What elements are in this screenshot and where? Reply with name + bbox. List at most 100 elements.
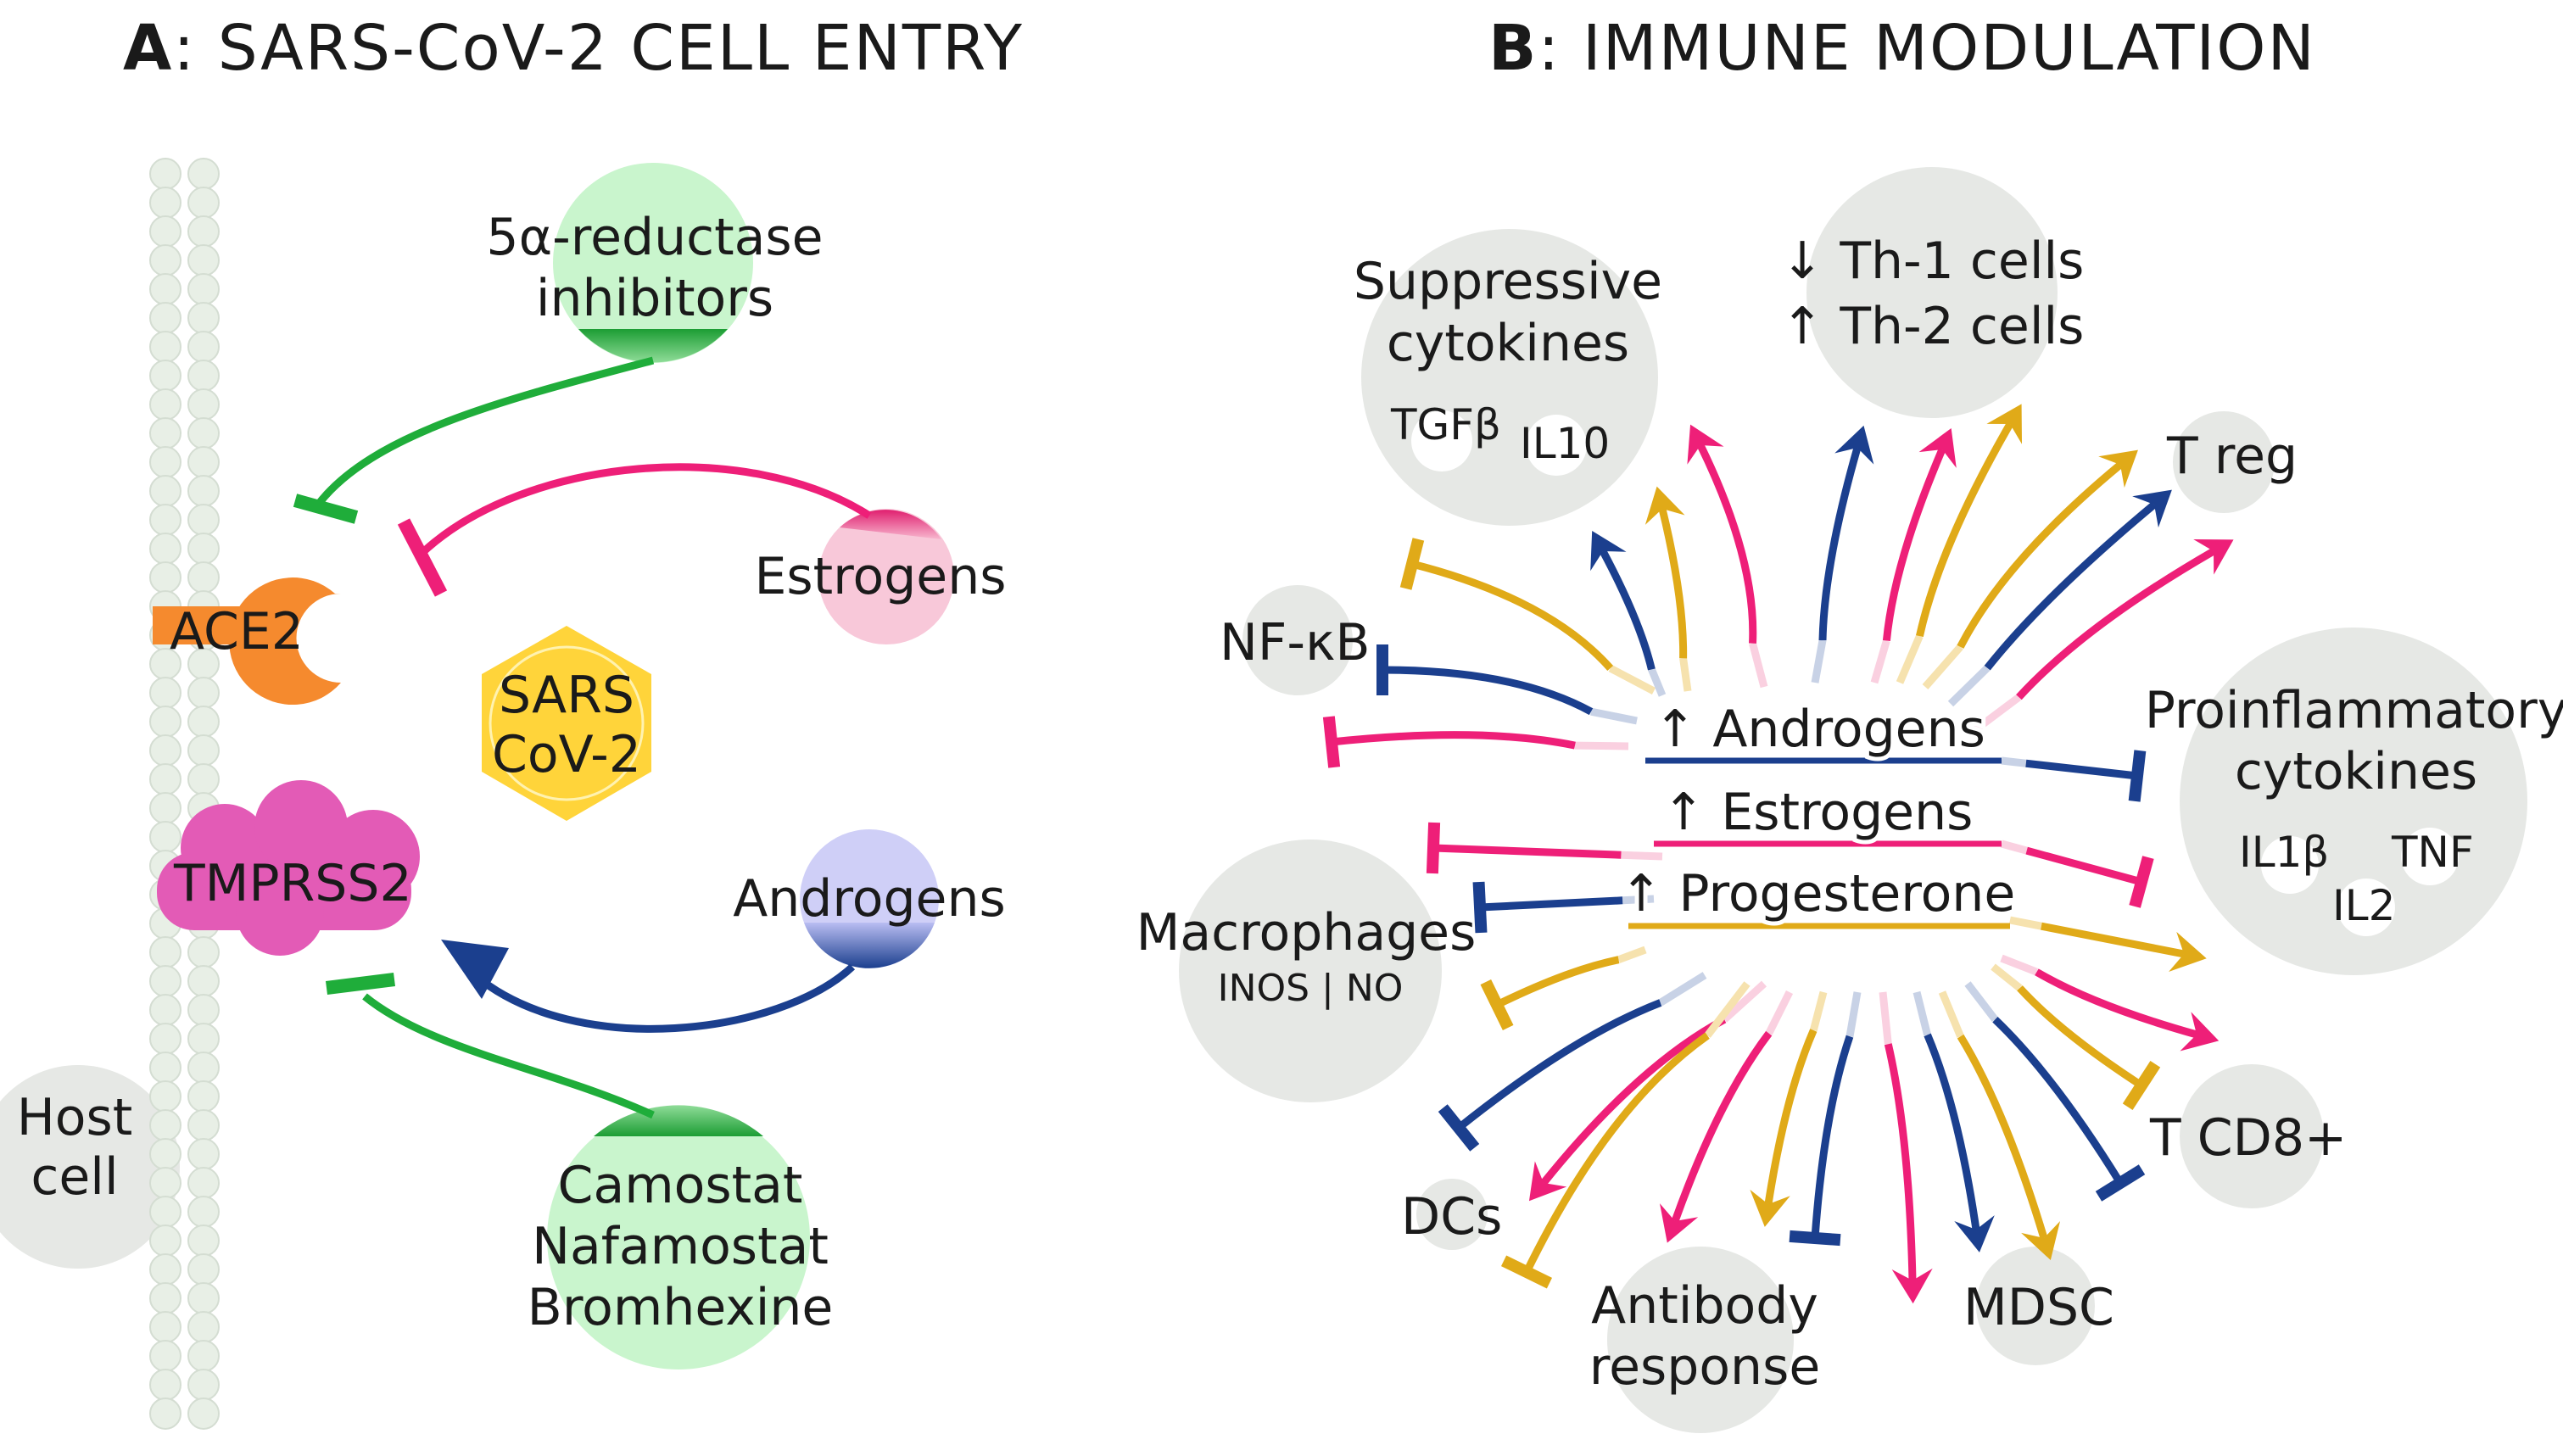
edge-line bbox=[1479, 896, 1623, 912]
tmprss2-protein bbox=[157, 780, 420, 956]
host-cell-circle bbox=[0, 1065, 180, 1269]
androgens-label-a: Androgens bbox=[733, 869, 1006, 929]
edge-line bbox=[1957, 461, 2123, 649]
membrane-bead bbox=[149, 1397, 181, 1430]
membrane-bead bbox=[149, 1224, 181, 1257]
edge-fade bbox=[1991, 963, 2023, 991]
edge-arrowhead bbox=[2098, 449, 2138, 488]
host-cell-label-2: cell bbox=[31, 1147, 118, 1207]
treg-circle bbox=[2173, 411, 2275, 513]
edge-arrowhead bbox=[1834, 425, 1874, 465]
cell-membrane bbox=[149, 158, 220, 1430]
membrane-bead bbox=[187, 1138, 220, 1170]
membrane-bead bbox=[149, 792, 181, 824]
membrane-bead bbox=[149, 446, 181, 478]
edge-line bbox=[1764, 1029, 1818, 1205]
membrane-bead bbox=[187, 388, 220, 421]
suppressive-cytokines-label: Suppressive bbox=[1354, 252, 1662, 311]
membrane-bead bbox=[149, 388, 181, 421]
edge-line bbox=[1382, 666, 1594, 716]
androgens-activation-line bbox=[472, 963, 856, 1033]
edge-line bbox=[1522, 1032, 1710, 1274]
membrane-bead bbox=[149, 734, 181, 767]
sars-cov-2-label: SARS bbox=[499, 666, 634, 725]
edge-arrowhead bbox=[2180, 1012, 2220, 1052]
edge-fade bbox=[2009, 916, 2042, 930]
membrane-bead bbox=[187, 360, 220, 392]
hormone-androgens-label: ↑ Androgens bbox=[1654, 700, 1985, 759]
th-cells-circle bbox=[1806, 167, 2058, 418]
edge-tee bbox=[1322, 716, 1341, 768]
membrane-bead bbox=[149, 215, 181, 248]
tgfb-label: TGFβ bbox=[1390, 400, 1501, 449]
ace2-pacman bbox=[229, 577, 341, 706]
edge-line bbox=[1811, 1035, 1854, 1239]
dcs-label: DCs bbox=[1401, 1187, 1502, 1247]
membrane-bead bbox=[149, 533, 181, 565]
bromhexine-label: Bromhexine bbox=[528, 1278, 834, 1337]
membrane-bead bbox=[149, 706, 181, 738]
edge-arrowhead bbox=[1891, 1268, 1933, 1304]
membrane-bead bbox=[187, 763, 220, 795]
membrane-bead bbox=[149, 1052, 181, 1084]
treg-label: T reg bbox=[2166, 427, 2298, 486]
membrane-bead bbox=[187, 215, 220, 248]
edge-line bbox=[1410, 560, 1614, 671]
edge-fade bbox=[1879, 991, 1892, 1045]
membrane-bead bbox=[187, 1340, 220, 1372]
membrane-bead bbox=[187, 1369, 220, 1401]
membrane-bead bbox=[149, 1340, 181, 1372]
membrane-bead bbox=[187, 158, 220, 190]
membrane-bead bbox=[149, 187, 181, 219]
membrane-bead bbox=[187, 1311, 220, 1343]
antibody-circle bbox=[1607, 1247, 1794, 1433]
edge-arrowhead bbox=[2193, 539, 2234, 575]
edge-line bbox=[1540, 1016, 1727, 1185]
macrophages-circle bbox=[1179, 840, 1442, 1102]
mdsc-label: MDSC bbox=[1963, 1278, 2114, 1337]
estrogens-circle bbox=[818, 509, 954, 644]
macrophages-label: Macrophages bbox=[1136, 903, 1477, 962]
edge-fade bbox=[1811, 639, 1827, 683]
edge-tee bbox=[1426, 822, 1441, 874]
antibody-label: Antibody bbox=[1591, 1276, 1818, 1336]
th1-label: ↓ Th-1 cells bbox=[1781, 232, 2084, 291]
membrane-bead bbox=[149, 1109, 181, 1141]
cytokine-holes bbox=[1411, 410, 2459, 936]
edge-arrowhead bbox=[1954, 1215, 1995, 1252]
estrogens-label: Estrogens bbox=[754, 547, 1006, 606]
membrane-bead bbox=[187, 302, 220, 334]
membrane-bead bbox=[187, 1167, 220, 1199]
proinflammatory-circle bbox=[2180, 628, 2527, 975]
edge-line bbox=[2016, 548, 2216, 700]
edge-fade bbox=[2000, 954, 2039, 976]
membrane-bead bbox=[187, 734, 220, 767]
edge-arrowhead bbox=[1644, 486, 1685, 525]
edge-fade bbox=[1938, 990, 1964, 1038]
membrane-bead bbox=[187, 936, 220, 968]
membrane-bead bbox=[149, 561, 181, 594]
edge-line bbox=[2035, 968, 2198, 1039]
edge-line bbox=[1495, 956, 1620, 1009]
edge-tee bbox=[1789, 1230, 1841, 1247]
membrane-bead bbox=[149, 1196, 181, 1228]
membrane-bead bbox=[149, 417, 181, 449]
protease-inhibition-line bbox=[362, 993, 655, 1119]
membrane-bead bbox=[187, 561, 220, 594]
edge-line bbox=[1992, 1017, 2124, 1185]
hormone-estrogens-label: ↑ Estrogens bbox=[1662, 783, 1973, 842]
membrane-bead bbox=[149, 302, 181, 334]
camostat-label: Camostat bbox=[558, 1156, 803, 1215]
edge-line bbox=[1924, 1033, 1980, 1230]
membrane-bead bbox=[149, 504, 181, 536]
edge-fade bbox=[2000, 840, 2028, 855]
edge-fade bbox=[1590, 707, 1638, 725]
edge-line bbox=[2025, 846, 2143, 886]
edge-arrowhead bbox=[1590, 531, 1627, 572]
edge-line bbox=[1658, 507, 1688, 659]
membrane-bead bbox=[187, 1109, 220, 1141]
edge-line bbox=[2041, 922, 2185, 958]
membrane-bead bbox=[187, 1023, 220, 1055]
edge-tee bbox=[1500, 1255, 1553, 1289]
membrane-bead bbox=[149, 1023, 181, 1055]
